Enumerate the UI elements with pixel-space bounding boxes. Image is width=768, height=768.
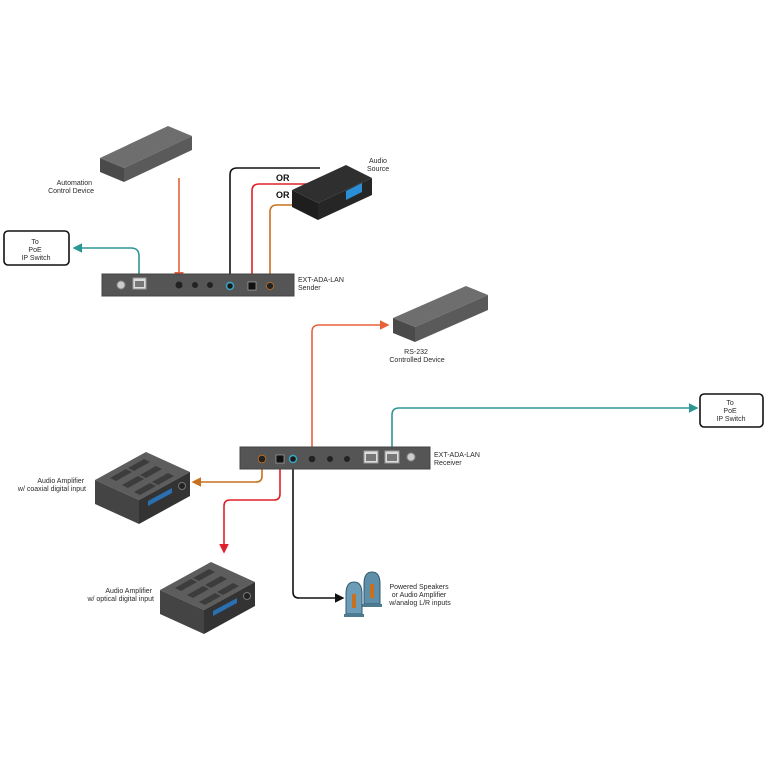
audio-source-device[interactable]	[292, 165, 372, 220]
sender-unit[interactable]	[101, 273, 295, 297]
optical-cable-in	[247, 183, 310, 285]
analog-cable-out	[292, 458, 345, 603]
power-port	[406, 452, 416, 462]
ir-rx-port	[344, 456, 350, 462]
lan-cable-sender	[72, 243, 140, 278]
automation-label: Automation Control Device	[48, 180, 94, 195]
lan-cable-receiver	[391, 403, 699, 458]
coax-out-port	[257, 454, 267, 464]
poe-switch-box-receiver[interactable]: To PoE IP Switch	[699, 393, 764, 428]
rs232-port	[175, 281, 183, 289]
ir-tx-port	[207, 282, 213, 288]
poe-switch-receiver-label: To PoE IP Switch	[716, 400, 745, 423]
or-label-1: OR	[276, 173, 290, 183]
coax-cable-in	[265, 204, 300, 285]
ir-ext-port	[192, 282, 198, 288]
optical-out-port	[275, 454, 285, 464]
coax-in-port	[266, 282, 274, 290]
audio-in-port	[225, 281, 235, 291]
sender-label: EXT-ADA-LAN Sender	[298, 277, 346, 292]
rs232-cable-receiver	[311, 320, 390, 458]
rs232-port	[308, 455, 316, 463]
receiver-cables	[191, 320, 699, 603]
optical-cable-out	[219, 462, 281, 554]
poe-switch-sender-label: To PoE IP Switch	[21, 239, 50, 262]
automation-control-device[interactable]	[100, 126, 192, 182]
poe-switch-box-sender[interactable]: To PoE IP Switch	[3, 230, 70, 266]
audio-out-port	[288, 454, 298, 464]
amp-optical-label: Audio Amplifier w/ optical digital input	[86, 588, 154, 603]
rs232-device-label: RS-232 Controlled Device	[389, 349, 444, 364]
analog-cable-in	[225, 167, 320, 285]
coax-cable-out	[191, 462, 263, 487]
audio-amplifier-optical[interactable]	[160, 562, 255, 634]
speakers-label: Powered Speakers or Audio Amplifier w/an…	[388, 584, 451, 607]
amp-coax-label: Audio Amplifier w/ coaxial digital input	[17, 478, 86, 493]
sender-cables	[72, 167, 320, 285]
audio-amplifier-coax[interactable]	[95, 452, 190, 524]
optical-in-port	[247, 281, 257, 291]
receiver-unit[interactable]	[239, 446, 431, 470]
powered-speakers[interactable]	[344, 571, 382, 617]
audio-source-label: Audio Source	[367, 158, 389, 173]
receiver-label: EXT-ADA-LAN Receiver	[434, 452, 482, 467]
power-port	[116, 280, 126, 290]
display-screen	[346, 183, 362, 200]
or-label-2: OR	[276, 190, 290, 200]
ir-ext-port	[327, 456, 333, 462]
rs232-controlled-device[interactable]	[393, 286, 488, 342]
